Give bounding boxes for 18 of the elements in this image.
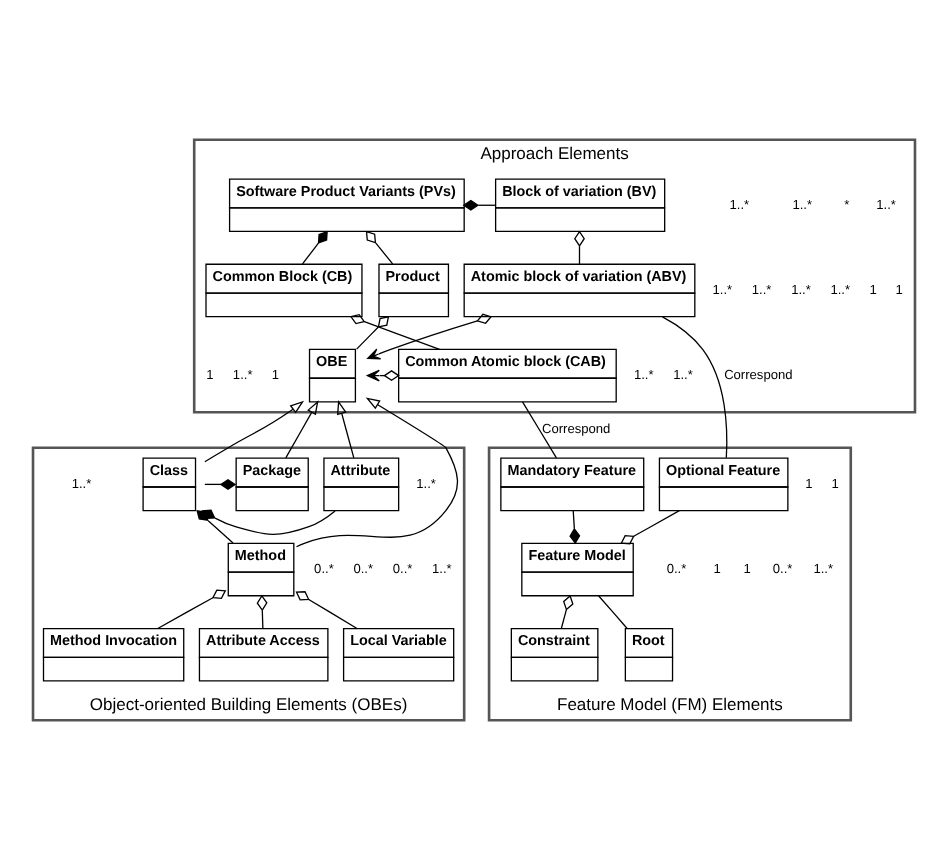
connector: [295, 591, 358, 630]
connector: [560, 594, 574, 629]
connector: [301, 230, 328, 265]
connector: [349, 313, 441, 350]
connector: [521, 401, 558, 459]
arrow: [366, 369, 400, 382]
arrow: [295, 397, 459, 548]
connector: [569, 510, 581, 545]
connector: [355, 315, 390, 350]
connector: [598, 595, 628, 629]
arrow: [204, 400, 305, 463]
connector: [620, 509, 681, 545]
arrow: [337, 400, 355, 459]
connector: [365, 230, 394, 265]
arrow: [285, 400, 319, 459]
connector: [661, 316, 728, 459]
connector: [157, 589, 227, 630]
arrow: [367, 313, 493, 360]
